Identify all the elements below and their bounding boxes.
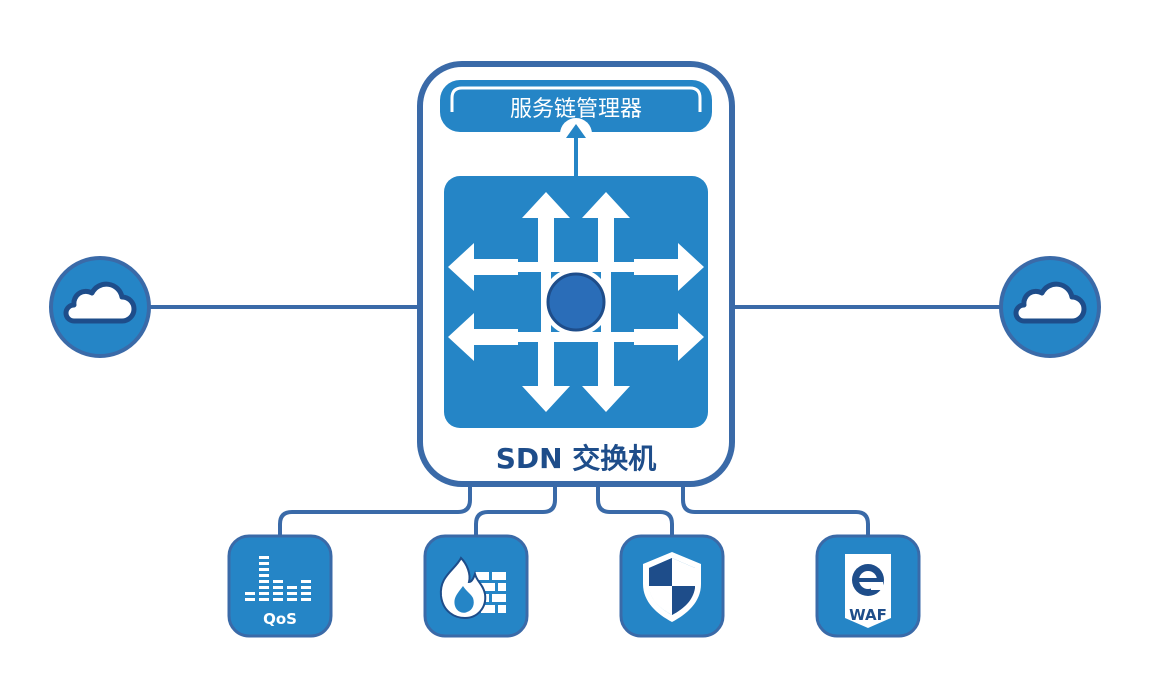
switch-label: SDN 交换机 [496, 442, 657, 475]
shield-connector [596, 480, 674, 545]
service-chain-manager: 服务链管理器 [440, 80, 712, 132]
left-cloud-node [49, 256, 151, 358]
connector-lines [145, 305, 1005, 545]
right-cloud-node [999, 256, 1101, 358]
qos-connector [278, 480, 472, 545]
cloud-icon [63, 281, 137, 324]
qos-icon [245, 556, 311, 601]
switch-core [444, 176, 708, 428]
firewall-icon [439, 556, 506, 620]
waf-icon [845, 554, 891, 628]
service-nodes: QoS [227, 534, 921, 638]
waf-node: WAF [815, 534, 921, 638]
waf-connector [681, 480, 870, 545]
firewall-node [423, 534, 529, 638]
firewall-connector [474, 480, 557, 545]
cloud-icon [1013, 281, 1087, 324]
manager-label: 服务链管理器 [510, 97, 642, 122]
waf-label: WAF [849, 606, 887, 624]
switch-arrows-icon [448, 192, 704, 412]
shield-node [619, 534, 725, 638]
shield-icon [643, 552, 701, 622]
qos-node: QoS [227, 534, 333, 638]
sdn-switch-box: 服务链管理器 [417, 61, 735, 487]
qos-label: QoS [263, 610, 297, 628]
